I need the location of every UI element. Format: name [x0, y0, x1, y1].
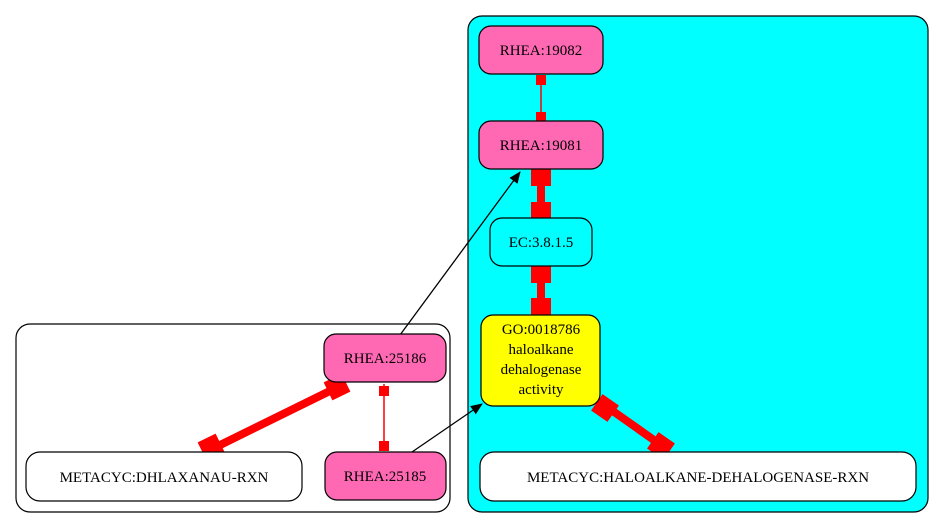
- edge-end-marker: [536, 75, 546, 85]
- node-label: METACYC:HALOALKANE-DEHALOGENASE-RXN: [527, 470, 869, 486]
- edge-end-marker: [379, 386, 389, 396]
- node-label-line-1: GO:0018786: [502, 322, 581, 338]
- edge-end-marker: [531, 263, 551, 283]
- edge-rhea25186-metacyc-dhlaxanau: [208, 382, 342, 454]
- edge-end-marker: [531, 166, 551, 186]
- edge-rhea25185-to-go-arrow: [411, 403, 483, 453]
- node-label-line-3: dehalogenase: [501, 362, 582, 378]
- node-label: METACYC:DHLAXANAU-RXN: [60, 470, 269, 486]
- node-label: RHEA:25185: [344, 469, 427, 485]
- node-rhea-19081[interactable]: RHEA:19081: [478, 120, 604, 170]
- node-rhea-19082[interactable]: RHEA:19082: [478, 25, 604, 75]
- node-label: EC:3.8.1.5: [509, 235, 574, 251]
- node-rhea-25186[interactable]: RHEA:25186: [323, 333, 447, 383]
- node-label: RHEA:19081: [500, 138, 583, 154]
- node-metacyc-dhlaxanau-rxn[interactable]: METACYC:DHLAXANAU-RXN: [25, 451, 303, 502]
- node-rhea-25185[interactable]: RHEA:25185: [324, 451, 447, 501]
- edge-end-marker: [379, 441, 389, 451]
- node-go-0018786[interactable]: GO:0018786 haloalkane dehalogenase activ…: [480, 314, 601, 407]
- node-label-line-4: activity: [519, 382, 564, 398]
- node-label: RHEA:25186: [344, 351, 427, 367]
- node-label: RHEA:19082: [500, 43, 583, 59]
- node-metacyc-haloalkane-dehalogenase-rxn[interactable]: METACYC:HALOALKANE-DEHALOGENASE-RXN: [479, 451, 917, 502]
- edge-rhea25186-to-rhea19081-arrow: [399, 171, 521, 336]
- edge-end-marker: [531, 202, 551, 222]
- node-label-line-2: haloalkane: [509, 342, 574, 358]
- edge-end-marker: [531, 298, 551, 318]
- edge-end-marker: [536, 112, 546, 122]
- node-ec-3-8-1-5[interactable]: EC:3.8.1.5: [489, 217, 593, 267]
